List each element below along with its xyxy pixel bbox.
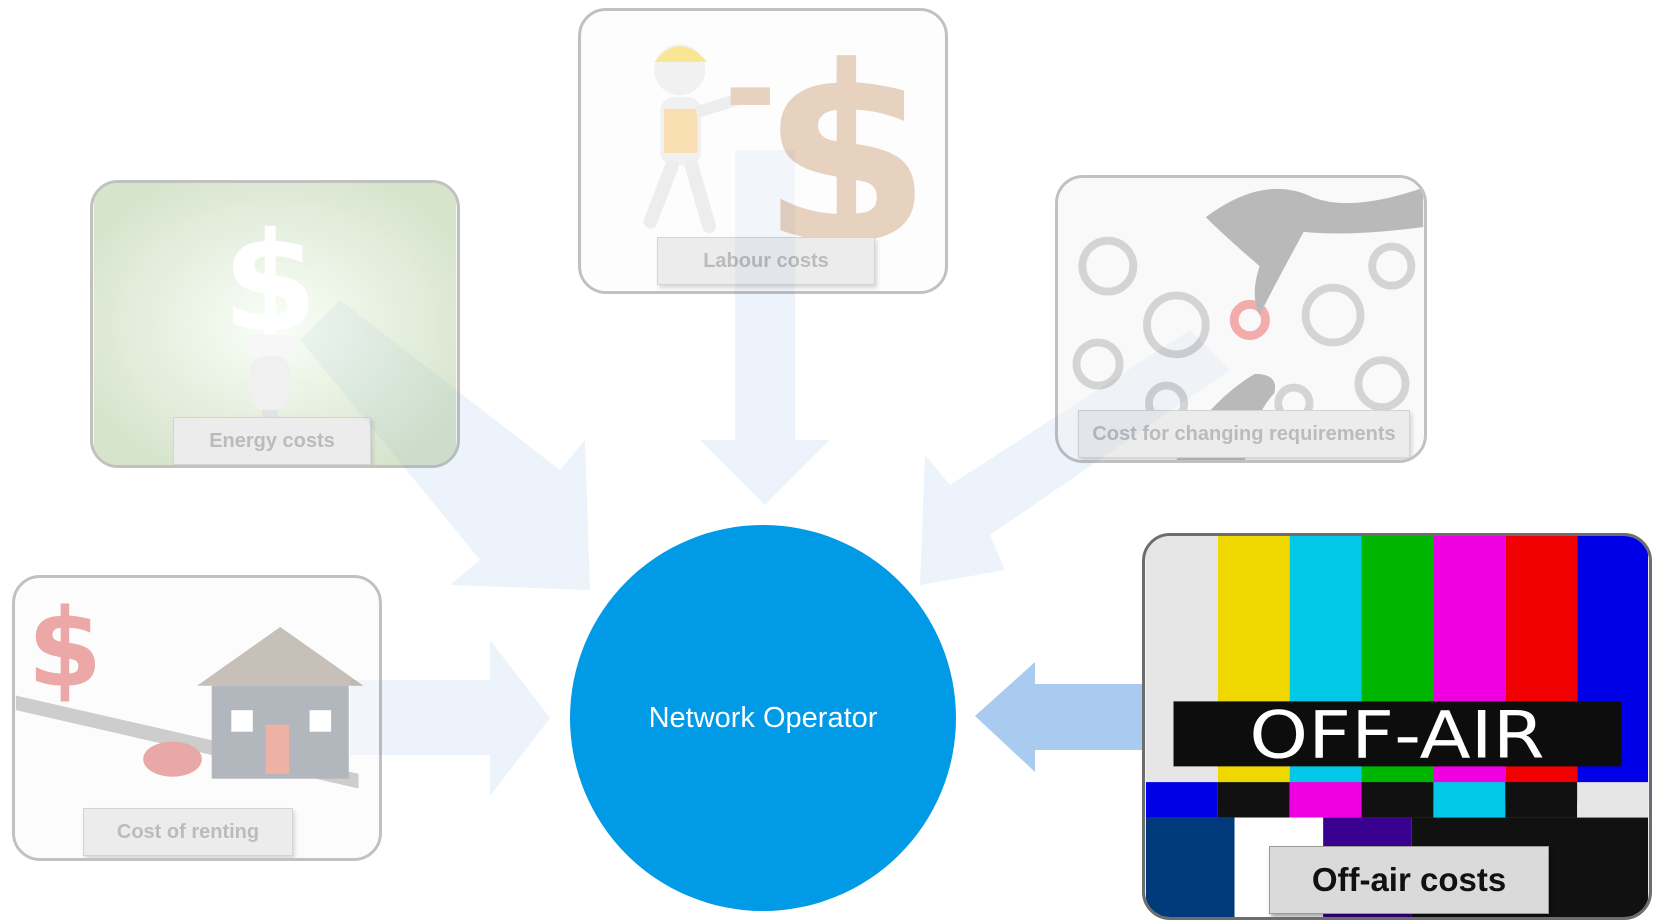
svg-text:$: $: [222, 204, 317, 363]
label-renting: Cost of renting: [83, 808, 293, 856]
network-operator-node: Network Operator: [570, 525, 956, 911]
card-energy: $ Energy costs: [90, 180, 460, 468]
card-renting: $ Cost of renting: [12, 575, 382, 861]
svg-text:$: $: [27, 587, 102, 712]
svg-text:$: $: [761, 14, 931, 291]
card-requirements: Cost for changing requirements: [1055, 175, 1427, 463]
label-offair: Off-air costs: [1269, 846, 1549, 914]
arrow-renting: [350, 640, 550, 796]
network-operator-label: Network Operator: [648, 701, 878, 734]
dollar-bulb-image: $: [93, 183, 457, 465]
card-labour: $ Labour costs: [578, 8, 948, 294]
arrow-offair: [975, 662, 1165, 772]
gears-hand-image: [1058, 178, 1424, 460]
worker-dollar-image: $: [581, 11, 945, 291]
arrow-labour: [700, 150, 830, 505]
offair-screen-text: OFF-AIR: [1249, 699, 1544, 774]
label-labour: Labour costs: [657, 237, 875, 285]
house-seesaw-image: $: [15, 578, 379, 858]
label-requirements: Cost for changing requirements: [1078, 410, 1410, 458]
label-energy: Energy costs: [173, 417, 371, 465]
card-offair: OFF-AIR Off-air costs: [1142, 533, 1652, 920]
